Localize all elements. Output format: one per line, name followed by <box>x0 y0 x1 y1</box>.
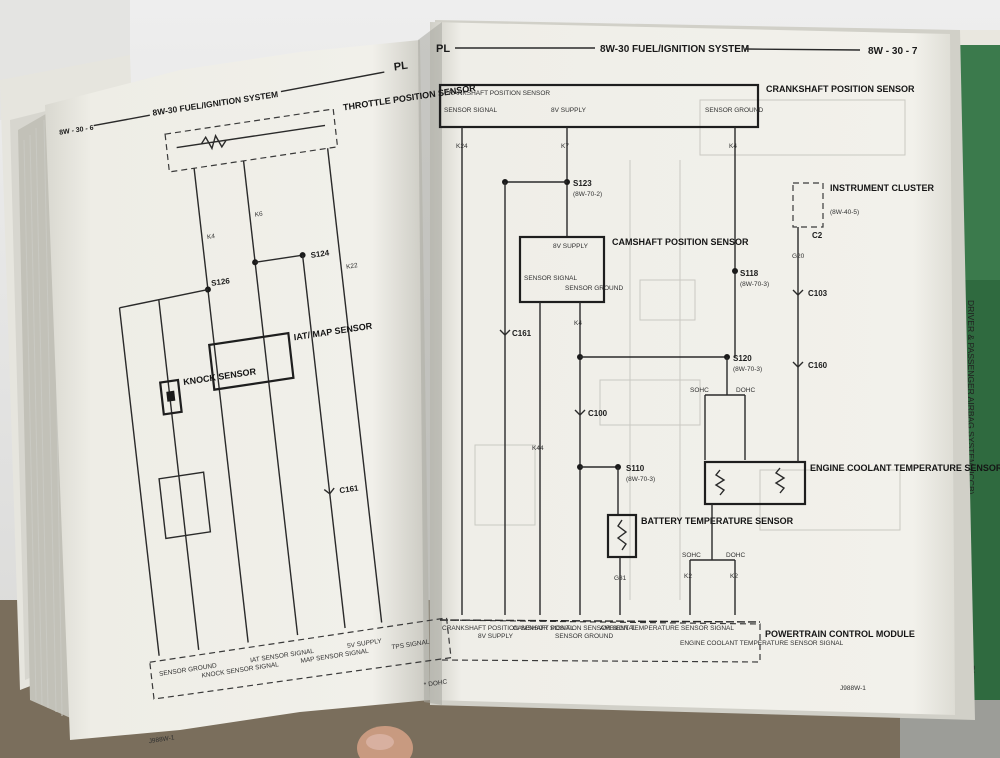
wire-k4-crank-label: K4 <box>729 143 737 150</box>
left-page <box>45 40 430 740</box>
connector-c103: C103 <box>808 289 828 298</box>
fork2-sohc-label: SOHC <box>682 552 701 559</box>
connector-c2: C2 <box>812 231 823 240</box>
instrument-cluster-label: INSTRUMENT CLUSTER <box>830 183 934 193</box>
pcm-dashed-box <box>439 619 761 663</box>
crankshaft-sensor-pin-label: CRANKSHAFT POSITION SENSOR <box>444 90 550 97</box>
crankshaft-sensor-box <box>438 83 760 129</box>
throttle-sensor-box <box>164 108 339 173</box>
instrument-cluster-box <box>792 182 824 228</box>
fork2-dohc-label: DOHC <box>726 552 745 559</box>
splice-s123: S123 <box>573 179 592 188</box>
wire-k2-dohc-label: K2 <box>730 573 738 580</box>
camshaft-pin-signal: SENSOR SIGNAL <box>524 275 577 282</box>
camshaft-pin-ground: SENSOR GROUND <box>565 285 623 292</box>
pcm-pin-labels: CRANKSHAFT POSITION SENSOR SIGNAL 8V SUP… <box>442 625 844 647</box>
wire-k24-label: K24 <box>456 143 468 150</box>
coolant-temp-sensor-box <box>703 460 807 506</box>
left-splice-s124: S124 <box>310 248 330 260</box>
crankshaft-pin-signal: SENSOR SIGNAL <box>444 107 497 114</box>
right-footer-code: J988W-1 <box>840 685 866 692</box>
left-wire-k6-label: K6 <box>254 211 263 219</box>
splice-s110: S110 <box>626 464 645 473</box>
pcm-pin-cam: CAMSHAFT POSITION SENSOR SIGNAL <box>513 625 637 632</box>
splice-s120: S120 <box>733 354 752 363</box>
left-splice-s126: S126 <box>211 276 231 288</box>
wire-g31-label: G31 <box>614 575 627 582</box>
pcm-pin-ground: SENSOR GROUND <box>555 633 613 640</box>
left-connector-c161: C161 <box>339 483 359 495</box>
wire-k44-label: K44 <box>532 445 544 452</box>
wire-k4-label: K4 <box>574 320 582 327</box>
left-header-right: PL <box>393 60 409 74</box>
right-page <box>430 22 955 715</box>
right-page-content: PL 8W-30 FUEL/IGNITION SYSTEM 8W - 30 - … <box>436 43 1000 692</box>
coolant-temp-sensor-label: ENGINE COOLANT TEMPERATURE SENSOR <box>810 463 1000 473</box>
fork-dohc-label: DOHC <box>736 387 755 394</box>
iat-map-sensor-box <box>207 331 295 391</box>
pcm-pin-crank: CRANKSHAFT POSITION SENSOR SIGNAL <box>442 625 574 632</box>
wire-k2-sohc-label: K2 <box>684 573 692 580</box>
pcm-pin-ambient: AMBIENT TEMPERATURE SENSOR SIGNAL <box>600 625 734 632</box>
wire-k7-label: K7 <box>561 143 569 150</box>
splice-s123-ref: (8W-70-2) <box>573 191 602 198</box>
splice-s118-ref: (8W-70-3) <box>740 281 769 288</box>
splice-s120-ref: (8W-70-3) <box>733 366 762 373</box>
connector-c100: C100 <box>588 409 608 418</box>
right-header-page: 8W - 30 - 7 <box>868 46 918 57</box>
left-footer-note: * DOHC <box>424 678 448 688</box>
pcm-pin-supply: 8V SUPPLY <box>478 633 514 640</box>
right-header-title: 8W-30 FUEL/IGNITION SYSTEM <box>600 44 749 55</box>
battery-temp-sensor-label: BATTERY TEMPERATURE SENSOR <box>641 516 794 526</box>
crankshaft-pin-supply: 8V SUPPLY <box>551 107 587 114</box>
crankshaft-pin-ground: SENSOR GROUND <box>705 107 763 114</box>
wire-g20-label: G20 <box>792 253 805 260</box>
left-footer-code: J988W-1 <box>148 734 175 745</box>
connector-c161: C161 <box>512 329 532 338</box>
side-book-spine-text: DRIVER & PASSENGER AIRBAG SYSTEM (ICCB) <box>966 300 976 495</box>
instrument-cluster-ref: (8W-40-5) <box>830 209 859 216</box>
camshaft-sensor-box <box>518 235 606 304</box>
right-header-left: PL <box>436 43 450 55</box>
splice-s118: S118 <box>740 269 759 278</box>
crankshaft-sensor-label: CRANKSHAFT POSITION SENSOR <box>766 84 915 94</box>
pcm-label: POWERTRAIN CONTROL MODULE <box>765 629 915 639</box>
left-wire-k22-label: K22 <box>346 262 359 271</box>
left-wire-k4-label: K4 <box>207 233 216 241</box>
knock-sensor-box <box>158 378 183 416</box>
fork-sohc-label: SOHC <box>690 387 709 394</box>
camshaft-pin-supply: 8V SUPPLY <box>553 243 589 250</box>
battery-temp-sensor-box <box>606 513 638 559</box>
connector-c160: C160 <box>808 361 828 370</box>
pcm-pin-coolant: ENGINE COOLANT TEMPERATURE SENSOR SIGNAL <box>680 640 844 647</box>
splice-s110-ref: (8W-70-3) <box>626 476 655 483</box>
camshaft-sensor-label: CAMSHAFT POSITION SENSOR <box>612 237 749 247</box>
